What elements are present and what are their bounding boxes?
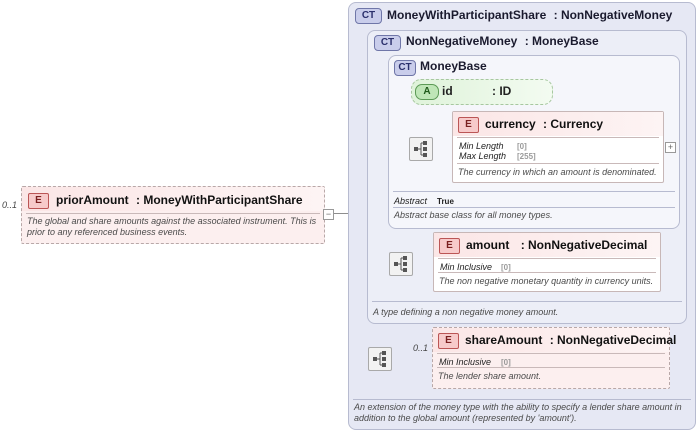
complex-type-name: NonNegativeMoney [406,34,518,48]
element-badge: E [439,238,460,254]
prop-key: Min Length [459,141,504,151]
share-amount-cardinality: 0..1 [413,343,429,353]
collapse-toggle[interactable]: − [323,209,334,220]
element-name: shareAmount [465,333,543,347]
attribute-id[interactable]: A id : ID [411,79,553,105]
prop-key: Min Inclusive [439,357,492,367]
prop-value: [255] [517,152,536,161]
element-type: : NonNegativeDecimal [520,238,648,252]
complex-type-badge: CT [374,35,401,51]
complex-type-name: MoneyWithParticipantShare [387,8,547,22]
sequence-glyph-icon [414,141,427,157]
complex-type-badge: CT [394,60,416,76]
complex-type-title: NonNegativeMoney : MoneyBase [406,34,599,48]
attribute-type: : ID [492,84,512,98]
connector-root [333,213,348,214]
attribute-badge: A [415,84,439,100]
element-type: : MoneyWithParticipantShare [136,193,303,207]
element-documentation: The currency in which an amount is denom… [458,167,657,177]
element-name: priorAmount [56,193,129,207]
prop-key: Min Inclusive [440,262,493,272]
element-badge: E [438,333,459,349]
element-currency[interactable]: E currency : Currency Min Length [0] Max… [452,111,664,183]
complex-type-title: MoneyWithParticipantShare : NonNegativeM… [387,8,672,22]
root-cardinality: 0..1 [2,200,18,210]
complex-type-badge: CT [355,8,382,24]
element-badge: E [458,117,479,133]
complex-type-base: : NonNegativeMoney [553,8,673,22]
element-share-amount[interactable]: E shareAmount : NonNegativeDecimal Min I… [432,327,676,389]
element-documentation: The global and share amounts against the… [27,216,317,237]
element-title: currency : Currency [485,117,603,131]
abstract-label: Abstract [394,196,428,206]
complex-type-documentation: A type defining a non negative money amo… [373,307,559,317]
sequence-glyph-icon [373,351,386,367]
prop-key: Max Length [459,151,507,161]
element-badge: E [28,193,49,209]
complex-type-documentation: An extension of the money type with the … [354,402,682,423]
element-type: : Currency [543,117,604,131]
element-type: : NonNegativeDecimal [549,333,677,347]
attribute-name: id [442,84,453,98]
sequence-glyph-icon [394,256,407,272]
complex-type-base: : MoneyBase [524,34,599,48]
element-title: shareAmount : NonNegativeDecimal [465,333,676,347]
complex-type-name: MoneyBase [420,59,487,73]
abstract-value: True [437,197,454,206]
element-documentation: The non negative monetary quantity in cu… [439,276,654,286]
element-name: currency [485,117,536,131]
prop-value: [0] [517,142,527,151]
prop-value: [0] [501,358,511,367]
complex-type-documentation: Abstract base class for all money types. [394,210,553,220]
element-amount[interactable]: E amount : NonNegativeDecimal Min Inclus… [433,232,661,292]
sequence-icon[interactable] [409,137,433,161]
element-name: amount [466,238,510,252]
sequence-icon[interactable] [389,252,413,276]
element-documentation: The lender share amount. [438,371,542,381]
prop-value: [0] [501,263,511,272]
expand-toggle[interactable]: + [665,142,676,153]
element-title: amount : NonNegativeDecimal [466,238,647,252]
element-title: priorAmount : MoneyWithParticipantShare [56,193,303,207]
sequence-icon[interactable] [368,347,392,371]
element-prior-amount[interactable]: E priorAmount : MoneyWithParticipantShar… [21,186,325,244]
